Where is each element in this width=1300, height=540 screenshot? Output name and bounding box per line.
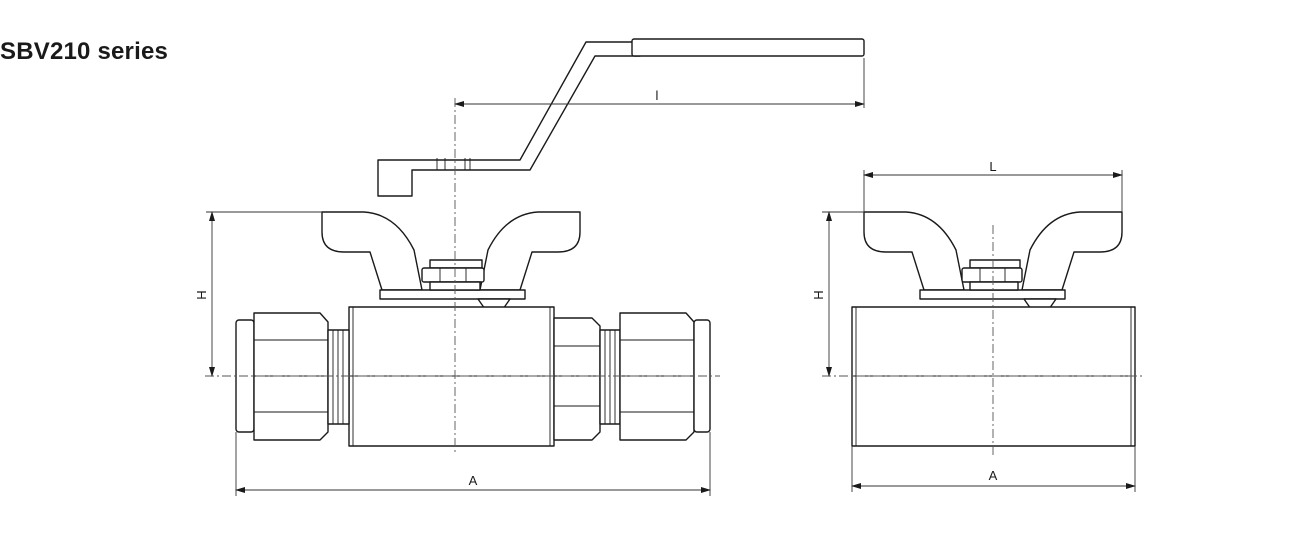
left-view: l H A (194, 38, 865, 496)
valve-body-right (851, 306, 1136, 447)
label-handle-length: l (656, 88, 659, 103)
label-length-right: A (989, 468, 998, 483)
label-handle-width: L (989, 159, 996, 174)
valve-body-left (348, 306, 555, 447)
dimension-length-left: A (235, 432, 711, 496)
dimension-length-right: A (851, 446, 1136, 492)
dimension-height-right: H (811, 211, 864, 377)
dimension-handle-length: l (454, 58, 865, 108)
page-title: SBV210 series (0, 38, 169, 65)
lever-handle (377, 38, 865, 197)
right-view: L H A (811, 159, 1145, 492)
stem-nut-right (961, 259, 1023, 291)
stem-nut-left (421, 259, 485, 291)
label-height-right: H (811, 290, 826, 299)
label-length-left: A (469, 473, 478, 488)
dimension-handle-width: L (863, 159, 1123, 212)
wing-handle-right (863, 211, 1123, 323)
label-height-left: H (194, 290, 209, 299)
right-end-fitting (553, 312, 711, 441)
left-end-fitting (235, 312, 350, 441)
dimension-height-left: H (194, 211, 322, 377)
